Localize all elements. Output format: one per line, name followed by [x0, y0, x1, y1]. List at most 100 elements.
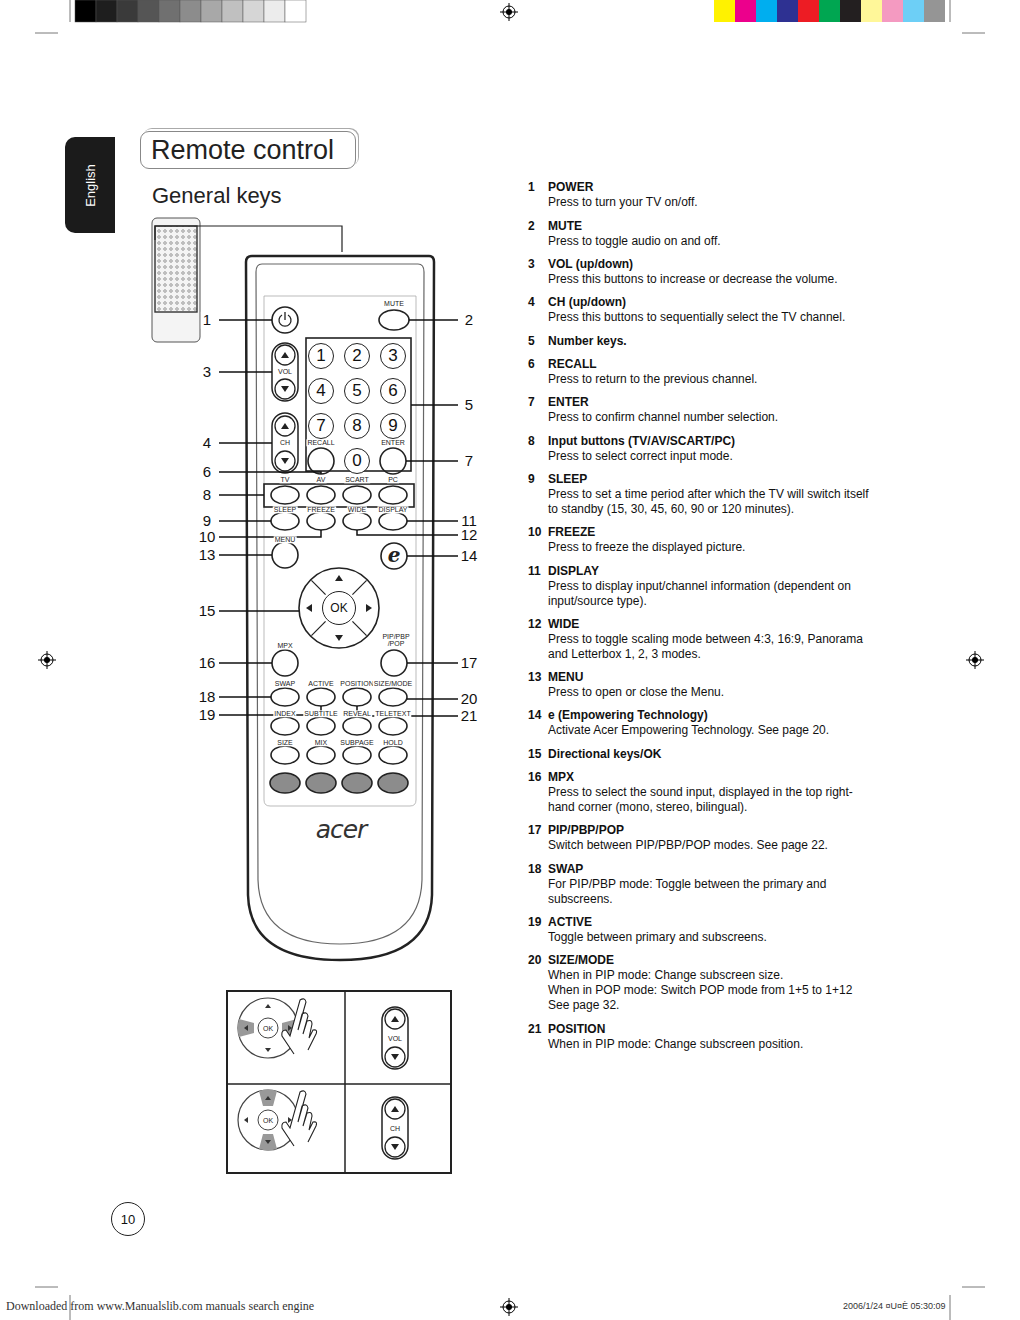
callout-number: 14: [459, 548, 480, 565]
key-name: PIP/PBP/POP: [548, 823, 624, 838]
registration-mark: [500, 1298, 518, 1316]
key-number: 14: [528, 708, 541, 723]
round-button: [308, 448, 334, 474]
grey-bar: [285, 0, 306, 22]
callout-number: 16: [197, 655, 218, 672]
color-button: [342, 773, 372, 793]
key-description: When in PIP mode: Change subscreen size.: [548, 968, 878, 983]
oval-button: [271, 512, 299, 530]
callout-number: 4: [201, 435, 213, 452]
leader-line: [219, 662, 272, 664]
key-number: 20: [528, 953, 541, 968]
button-caption: RECALL: [306, 439, 335, 446]
pad-divider: [311, 621, 325, 635]
key-description: Press to confirm channel number selectio…: [548, 410, 878, 425]
key-name: FREEZE: [548, 525, 595, 540]
mini-ok-text: OK: [263, 1117, 273, 1124]
callout-number: 2: [463, 312, 475, 329]
callout-number: 6: [201, 464, 213, 481]
node-text: 1: [316, 346, 325, 366]
key-name: WIDE: [548, 617, 579, 632]
key-number: 21: [528, 1022, 541, 1037]
pad-divider: [352, 621, 366, 635]
button-caption: PIP/PBP /POP: [381, 633, 411, 648]
callout-number: 9: [201, 513, 213, 530]
key-number: 19: [528, 915, 541, 930]
key-description: Press to set a time period after which t…: [548, 487, 878, 517]
color-button: [306, 773, 336, 793]
callout-number: 18: [197, 689, 218, 706]
round-button: [381, 543, 407, 569]
key-name: MENU: [548, 670, 583, 685]
button-caption: DISPLAY: [377, 506, 408, 513]
direction-pad: [299, 568, 379, 648]
oval-button: [379, 486, 407, 504]
node-text: OK: [330, 601, 347, 615]
key-description: Switch between PIP/PBP/POP modes. See pa…: [548, 838, 878, 853]
number-key: 5: [344, 378, 370, 404]
leader-line: [409, 319, 458, 321]
number-key: 9: [380, 413, 406, 439]
callout-number: 7: [463, 453, 475, 470]
key-number: 16: [528, 770, 541, 785]
color-bar: [819, 0, 840, 22]
button-caption: SCART: [344, 476, 370, 483]
rocker-key: [385, 1047, 405, 1067]
key-name: ENTER: [548, 395, 589, 410]
key-name: ACTIVE: [548, 915, 592, 930]
button-caption: AV: [316, 476, 327, 483]
print-marks: [35, 0, 985, 1320]
rocker-key: [275, 379, 295, 399]
grey-bar: [117, 0, 138, 22]
button-caption: SIZE/MODE: [373, 680, 414, 687]
callout-number: 13: [197, 547, 218, 564]
button-caption: WIDE: [347, 506, 367, 513]
oval-button: [379, 746, 407, 764]
color-bar: [777, 0, 798, 22]
grey-bar: [138, 0, 159, 22]
button-caption: SLEEP: [273, 506, 298, 513]
button-caption: MIX: [314, 739, 328, 746]
key-description: For PIP/PBP mode: Toggle between the pri…: [548, 877, 878, 907]
ok-button: OK: [322, 591, 356, 625]
thumbnail-keys: [155, 226, 197, 312]
round-button: [381, 650, 407, 676]
round-button: [272, 650, 298, 676]
pad-highlight: [238, 1019, 254, 1037]
button-caption: TELETEXT: [374, 710, 411, 717]
leader-line: [219, 696, 271, 698]
key-number: 12: [528, 617, 541, 632]
key-number: 18: [528, 862, 541, 877]
key-name: DISPLAY: [548, 564, 599, 579]
key-description: Press to toggle scaling mode between 4:3…: [548, 632, 878, 662]
key-description: Toggle between primary and subscreens.: [548, 930, 878, 945]
key-name: SWAP: [548, 862, 583, 877]
key-name: MUTE: [548, 219, 582, 234]
color-button: [378, 773, 408, 793]
key-description: See page 32.: [548, 998, 878, 1013]
up-arrow: [281, 423, 289, 429]
key-name: VOL (up/down): [548, 257, 633, 272]
pad-arrow: [366, 604, 372, 612]
button-caption: MPX: [276, 642, 293, 649]
button-caption: FREEZE: [306, 506, 336, 513]
color-bar: [840, 0, 861, 22]
mini-vol-rocker: [382, 1007, 408, 1069]
pad-highlight: [259, 1090, 277, 1106]
oval-button: [307, 486, 335, 504]
mini-arrow: [244, 1117, 248, 1123]
usage-table: [227, 991, 451, 1173]
grey-bar: [180, 0, 201, 22]
power-symbol: [279, 312, 291, 326]
node-text: 3: [388, 346, 397, 366]
key-description: When in PIP mode: Change subscreen posit…: [548, 1037, 878, 1052]
key-number: 8: [528, 434, 535, 449]
node-text: 5: [352, 381, 361, 401]
grey-bar: [243, 0, 264, 22]
thumbnail-link: [155, 226, 342, 252]
mini-arrow: [265, 1004, 271, 1008]
key-name: MPX: [548, 770, 574, 785]
leader-line: [407, 698, 458, 700]
oval-button: [271, 717, 299, 735]
key-description: Press to return to the previous channel.: [548, 372, 878, 387]
